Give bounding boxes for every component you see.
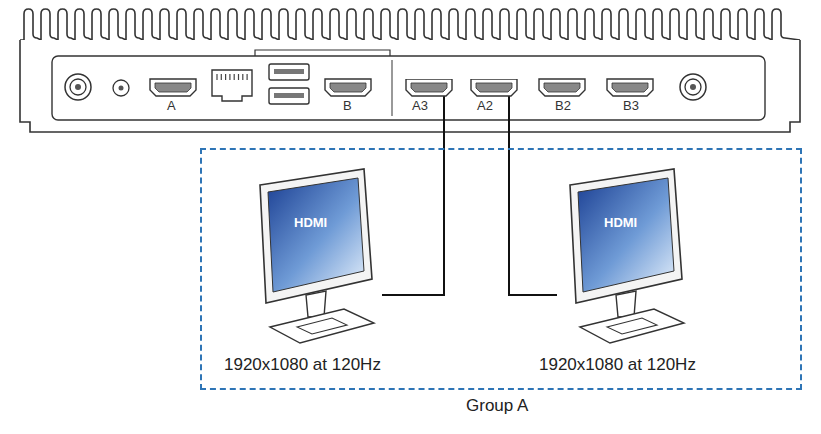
hdmi-port — [607, 79, 653, 96]
port-label: B — [343, 98, 352, 113]
resolution-label: 1920x1080 at 120Hz — [224, 355, 381, 375]
port-label: A3 — [412, 98, 428, 113]
hdmi-port — [150, 79, 196, 96]
hdmi-cable — [509, 96, 557, 295]
power-jack — [113, 80, 129, 96]
monitor-figure — [570, 169, 684, 343]
hdmi-monitor: HDMI1920x1080 at 120Hz — [557, 167, 697, 345]
hdmi-port — [406, 79, 452, 96]
panel-step — [255, 50, 390, 56]
monitor-group: Group AHDMI1920x1080 at 120HzHDMI1920x10… — [200, 148, 802, 390]
heat-sink-fins — [20, 9, 800, 40]
io-panel — [52, 56, 765, 120]
hdmi-port-node: A2 — [469, 79, 519, 113]
screen-label: HDMI — [604, 215, 637, 230]
hdmi-port — [539, 79, 585, 96]
screen-label: HDMI — [294, 215, 327, 230]
hdmi-monitor: HDMI1920x1080 at 120Hz — [252, 167, 382, 345]
monitor-figure — [260, 169, 374, 343]
hdmi-cable — [382, 96, 444, 295]
port-label: B2 — [555, 98, 571, 113]
port-label: B3 — [623, 98, 639, 113]
antenna-connector — [680, 74, 706, 100]
resolution-label: 1920x1080 at 120Hz — [539, 355, 696, 375]
antenna-connector — [65, 74, 91, 100]
usb-ports — [269, 64, 309, 104]
hdmi-port — [325, 79, 371, 96]
hdmi-port-node: A3 — [404, 79, 454, 113]
port-label: A — [167, 98, 176, 113]
group-label: Group A — [466, 396, 528, 416]
hdmi-port — [471, 79, 517, 96]
panel-divider — [391, 60, 392, 116]
chassis-body — [20, 40, 800, 132]
rj45-port — [212, 70, 252, 101]
port-label: A2 — [477, 98, 493, 113]
